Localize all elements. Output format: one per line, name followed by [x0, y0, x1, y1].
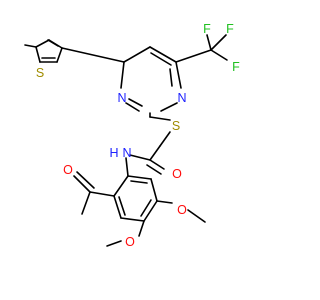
bond-ome1-me	[187, 209, 206, 223]
bond-pyr-c5-c6b	[150, 52, 172, 66]
bond-ar-ome2	[138, 220, 145, 237]
bond-s-ch2	[159, 131, 171, 147]
bond-ar-d2	[140, 199, 152, 217]
bond-ch2-co	[149, 145, 161, 161]
amide-nitrogen-label: N	[122, 146, 131, 160]
bond-thiophene-5	[35, 39, 50, 48]
bond-pyr-c2-n3	[125, 102, 140, 112]
pyrimidine-nitrogen-right-label: N	[177, 91, 186, 105]
fluorine-label-3: F	[232, 60, 240, 74]
bond-cf3-f2	[210, 34, 227, 51]
bond-ar-c6-c1	[127, 175, 152, 180]
bond-pyr-c6-n1	[175, 61, 182, 89]
bond-co-o	[149, 159, 165, 170]
bond-co-ob	[146, 164, 162, 175]
bond-thiophene-4b	[47, 39, 59, 47]
bond-ar-d1	[118, 196, 126, 216]
bond-ar-ome1	[156, 200, 173, 204]
fluorine-label-1: F	[203, 22, 211, 36]
bond-acetyl-o	[73, 175, 91, 193]
bond-acetyl-ob	[76, 171, 95, 189]
bond-cf3-f1	[206, 34, 212, 51]
thiophene-sulfur-label: S	[36, 66, 44, 80]
bond-ar-c3-c4	[120, 217, 145, 222]
bond-pyr-n3-c4	[120, 61, 125, 89]
bond-pyr-c2-n3b	[128, 98, 143, 107]
methoxy-oxygen-left-label: O	[125, 235, 135, 249]
amide-oxygen-label: O	[172, 167, 182, 181]
methoxy-oxygen-right-label: O	[177, 203, 187, 217]
bond-pyr-n1-c2	[160, 102, 178, 112]
bond-layer	[24, 34, 228, 247]
bond-pyr-c5-c6	[149, 46, 177, 63]
bond-c6-cf3	[175, 49, 212, 63]
bond-pyr-c4-c5	[123, 46, 151, 63]
fluorine-label-2: F	[226, 22, 234, 36]
bond-c2-s	[149, 116, 171, 121]
bond-ar-c1-c2	[113, 175, 129, 197]
bond-ar-acetyl	[89, 191, 115, 197]
bond-thiophene-pyrimidine	[24, 44, 37, 48]
pyrimidine-nitrogen-left-label: N	[117, 91, 126, 105]
bond-thiophene-3	[56, 47, 63, 63]
bond-ar-c4-c5	[143, 200, 158, 222]
bond-ar-c2-c3	[113, 195, 122, 219]
bond-acetyl-me	[81, 191, 91, 215]
bond-ome2-me	[106, 240, 122, 247]
bond-ar-d3	[130, 180, 148, 184]
bond-link-pyr	[61, 47, 125, 63]
acetyl-oxygen-label: O	[63, 163, 73, 177]
bond-ar-c5-c6	[150, 178, 158, 202]
bond-n-c1	[125, 157, 129, 177]
bond-thiophene-1	[35, 46, 41, 63]
molecule-diagram: S F F F N N S O N H O O O	[24, 22, 241, 249]
amide-hydrogen-label: H	[109, 146, 118, 160]
molecule-structure: S F F F N N S O N H O O O	[24, 22, 240, 249]
thioether-sulfur-label: S	[172, 119, 180, 133]
bond-cf3-f3	[210, 49, 228, 61]
atom-label-layer: S F F F N N S O N H O O O	[36, 22, 240, 249]
bond-pyr-n1-c6b	[169, 68, 173, 87]
bond-co-n	[129, 154, 151, 161]
